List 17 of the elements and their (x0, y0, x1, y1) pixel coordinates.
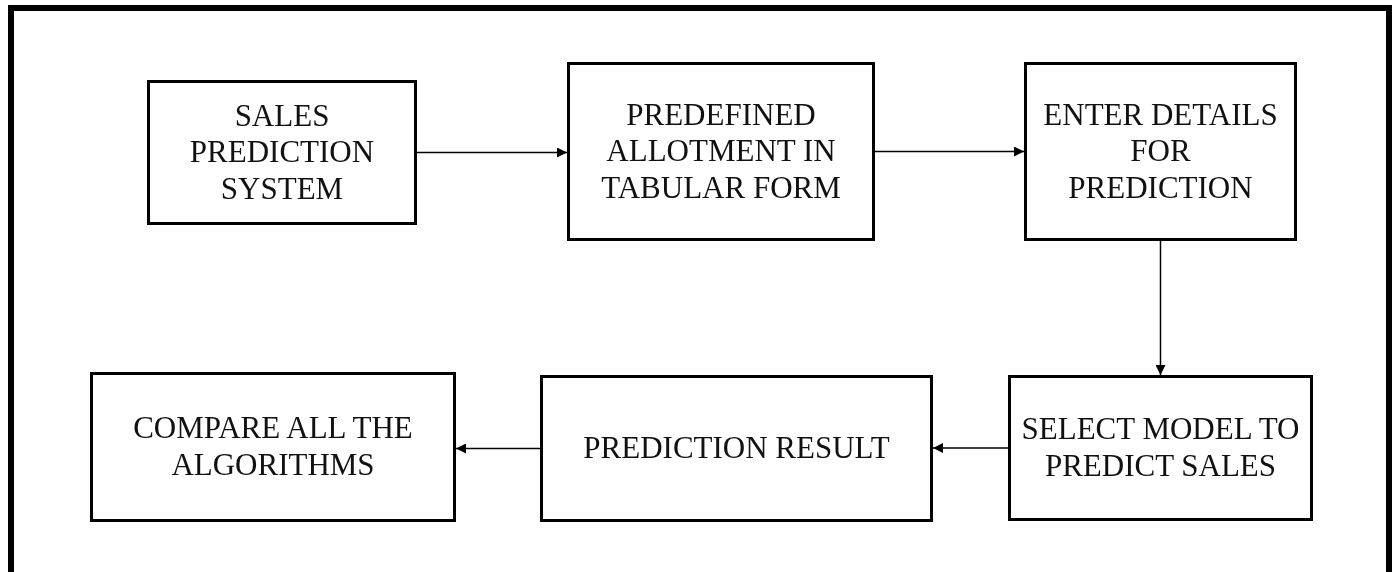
process-box (567, 62, 875, 241)
box-label: PREDICTION RESULT (583, 430, 890, 467)
box-label: SELECT MODEL TO PREDICT SALES (1020, 411, 1301, 485)
process-box (90, 372, 456, 522)
process-box (147, 80, 417, 225)
arrow (455, 443, 541, 454)
process-box (540, 375, 933, 522)
box-label: SALES PREDICTION SYSTEM (188, 97, 376, 208)
box-label: ENTER DETAILS FOR PREDICTION (1042, 96, 1279, 207)
box-label: COMPARE ALL THE ALGORITHMS (132, 410, 414, 484)
arrow (874, 146, 1025, 157)
process-box (1024, 62, 1297, 241)
box-label: PREDEFINED ALLOTMENT IN TABULAR FORM (600, 96, 842, 207)
arrow (416, 147, 568, 158)
process-box (1008, 375, 1313, 521)
arrow (1155, 240, 1166, 376)
arrow (932, 443, 1009, 453)
